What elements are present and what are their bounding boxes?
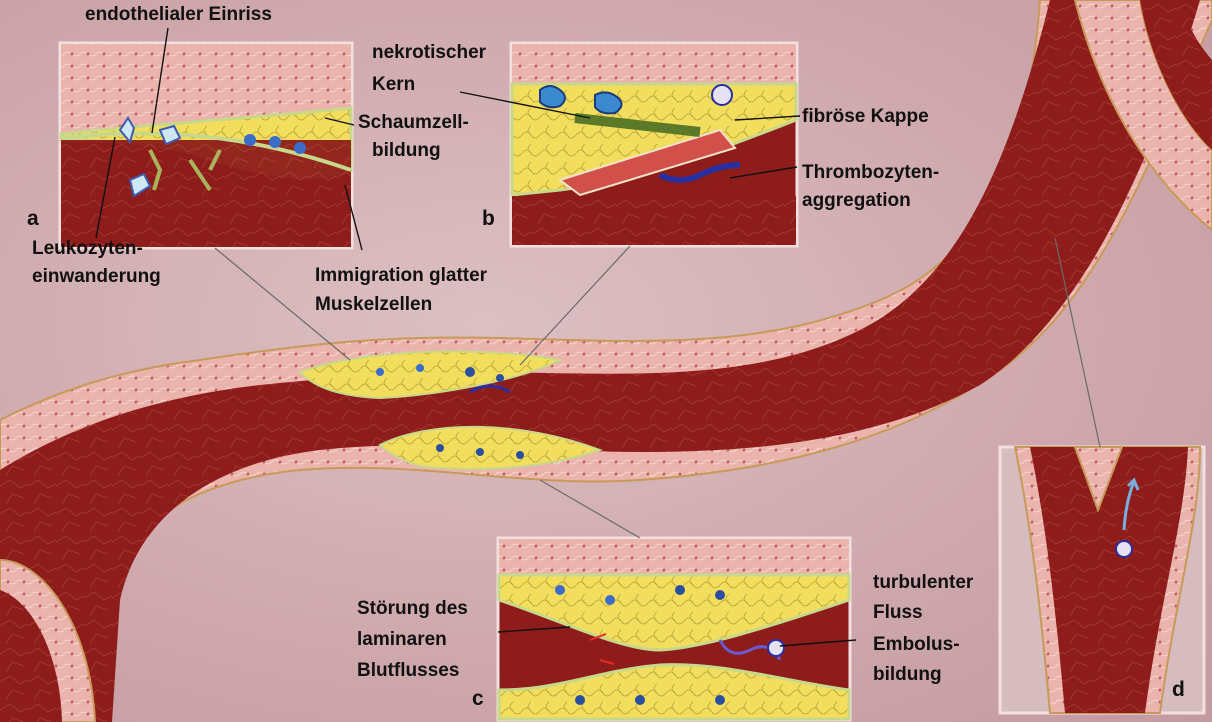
panel-letter-a: a xyxy=(27,207,39,231)
label-turbulent-line1: turbulenter xyxy=(873,570,973,596)
label-leukocyte-line2: einwanderung xyxy=(32,264,161,290)
label-laminar-line2: laminaren xyxy=(357,627,447,653)
label-laminar-line1: Störung des xyxy=(357,596,468,622)
label-laminar-line3: Blutflusses xyxy=(357,658,459,684)
label-embolus-line2: bildung xyxy=(873,662,942,688)
inset-a xyxy=(60,43,352,248)
label-embolus-line1: Embolus- xyxy=(873,632,960,658)
label-smooth-muscle-line1: Immigration glatter xyxy=(315,263,487,289)
label-foam-cell-line1: Schaumzell- xyxy=(358,110,469,136)
label-smooth-muscle-line2: Muskelzellen xyxy=(315,292,432,318)
label-fibrous-cap: fibröse Kappe xyxy=(802,104,929,130)
inset-d xyxy=(1000,447,1204,713)
panel-letter-c: c xyxy=(472,687,484,711)
label-necrotic-line2: Kern xyxy=(372,72,415,98)
label-endothelial-tear: endothelialer Einriss xyxy=(85,2,272,28)
label-turbulent-line2: Fluss xyxy=(873,600,923,626)
inset-b xyxy=(511,43,797,246)
label-necrotic-line1: nekrotischer xyxy=(372,40,486,66)
panel-letter-d: d xyxy=(1172,678,1185,702)
label-leukocyte-line1: Leukozyten- xyxy=(32,236,143,262)
panel-letter-b: b xyxy=(482,207,495,231)
label-platelet-line2: aggregation xyxy=(802,188,911,214)
label-platelet-line1: Thrombozyten- xyxy=(802,160,939,186)
label-foam-cell-line2: bildung xyxy=(372,138,441,164)
